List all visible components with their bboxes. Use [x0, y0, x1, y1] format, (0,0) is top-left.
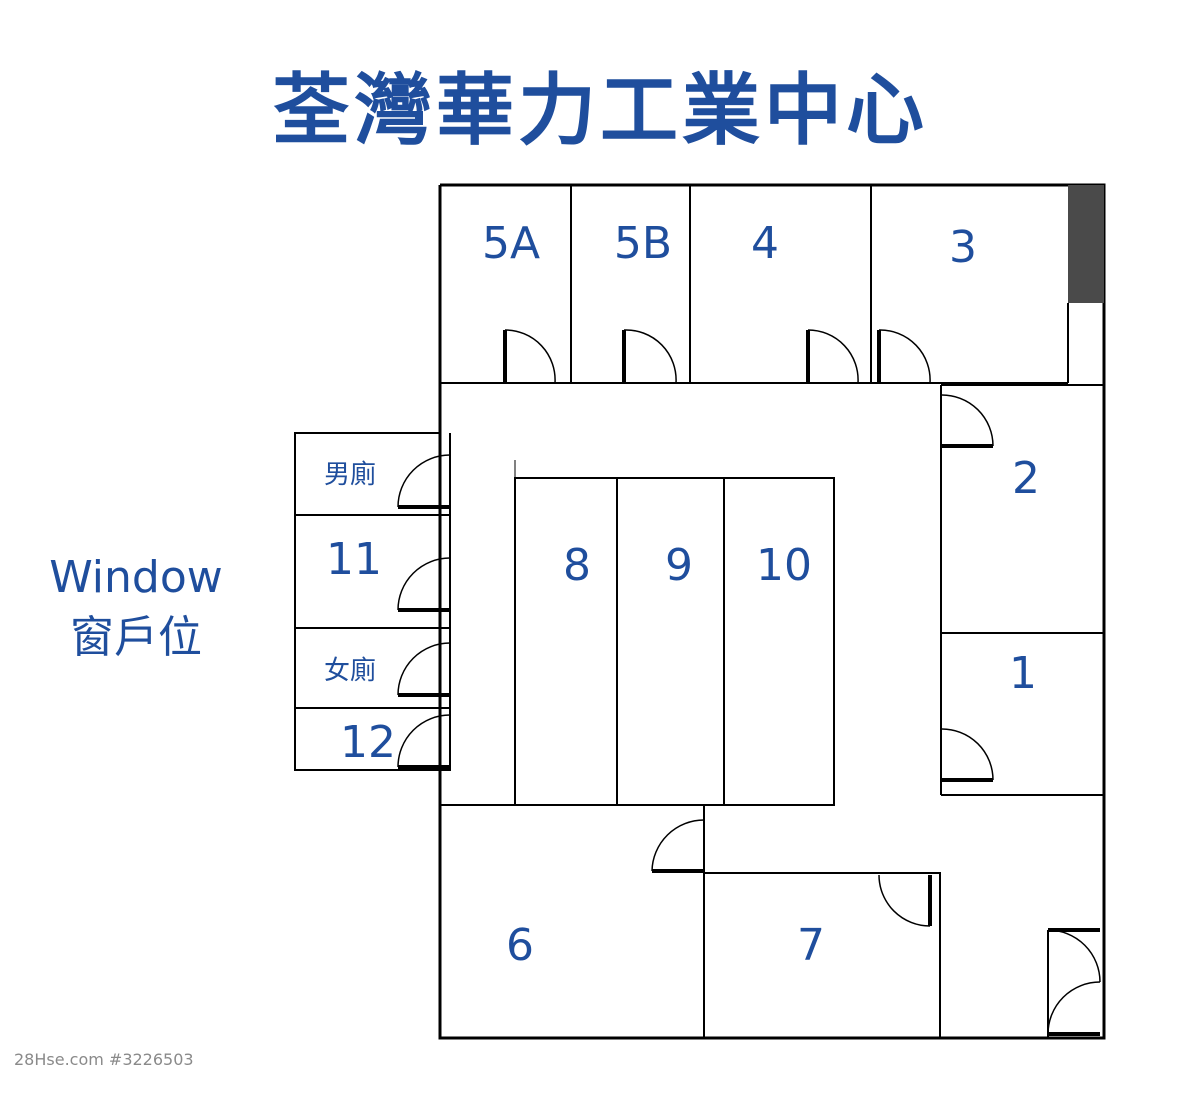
room-10-label: 10 [756, 540, 812, 591]
window-label-en: Window [49, 552, 223, 603]
door-2-arc [940, 394, 994, 447]
door-7-arc [878, 874, 931, 927]
womens-toilet-label: 女廁 [324, 656, 376, 686]
room-7-label: 7 [797, 920, 825, 971]
room7-walls [704, 872, 941, 1038]
mens-toilet-label: 男廁 [324, 460, 376, 490]
page-title: 荃灣華力工業中心 [271, 66, 928, 156]
room-4-label: 4 [751, 218, 779, 269]
room-9-label: 9 [665, 540, 693, 591]
room-12-label: 12 [340, 717, 396, 768]
room-5a-label: 5A [482, 218, 540, 269]
central-block [514, 477, 835, 806]
exit-door-arc-top [1047, 929, 1101, 983]
left-annex [294, 432, 451, 771]
door-12-arc [397, 714, 451, 768]
dark-block [1068, 185, 1104, 303]
door-5a-arc [504, 329, 556, 384]
room-2-label: 2 [1012, 453, 1040, 504]
door-3-arc [878, 329, 931, 384]
door-mens-arc [397, 454, 451, 508]
room-1-label: 1 [1009, 648, 1037, 699]
door-4-arc [807, 329, 859, 384]
door-womens-arc [397, 642, 451, 696]
exit-door-arc-bottom [1047, 981, 1101, 1035]
door-11-arc [397, 557, 451, 611]
outer-wall [438, 183, 1106, 1040]
window-label-zh: 窗戶位 [70, 612, 202, 663]
door-5b-arc [623, 329, 677, 384]
room-5b-label: 5B [614, 218, 672, 269]
room-11-label: 11 [326, 534, 382, 585]
door-1-arc [940, 728, 994, 781]
door-6-arc [651, 819, 705, 872]
room-6-label: 6 [506, 920, 534, 971]
room-8-label: 8 [563, 540, 591, 591]
room-3-label: 3 [949, 222, 977, 273]
watermark: 28Hse.com #3226503 [14, 1050, 194, 1069]
